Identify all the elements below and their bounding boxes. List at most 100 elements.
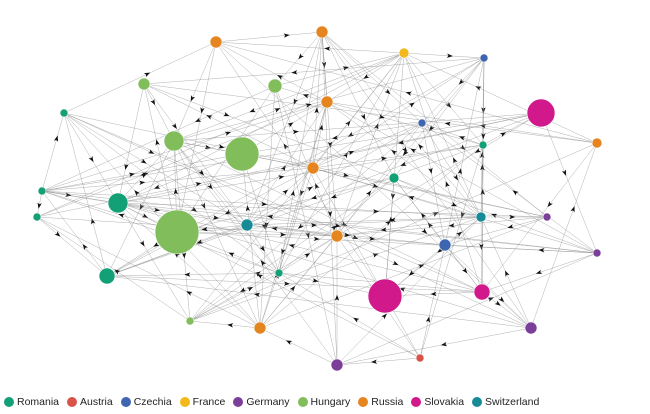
edge-arrowhead — [206, 114, 213, 120]
legend-item-hungary: Hungary — [297, 396, 350, 408]
edge-arrowhead — [124, 163, 129, 170]
graph-edge — [36, 216, 261, 329]
edge-arrowhead — [259, 245, 265, 252]
graph-edge — [117, 153, 243, 204]
graph-node-romania — [59, 108, 69, 118]
edge-arrowhead — [547, 201, 553, 208]
edge-arrowhead — [459, 144, 466, 151]
graph-edge — [421, 122, 446, 246]
legend-label: Switzerland — [485, 396, 540, 408]
graph-node-russia — [330, 229, 344, 243]
graph-edge — [117, 202, 261, 329]
edge-arrowhead — [481, 133, 486, 140]
edge-arrowhead — [313, 236, 320, 242]
legend-item-romania: Romania — [4, 396, 59, 408]
edge-arrowhead — [421, 228, 428, 234]
edge-arrowhead — [223, 111, 230, 117]
legend-swatch — [233, 397, 244, 407]
graph-node-romania — [478, 140, 488, 150]
edge-arrowhead — [373, 209, 380, 214]
graph-edge — [143, 83, 598, 144]
legend-item-france: France — [179, 396, 225, 408]
graph-edge — [393, 57, 485, 179]
edge-arrowhead — [311, 195, 318, 200]
graph-edge — [189, 177, 395, 322]
graph-edge — [480, 144, 484, 218]
graph-edge — [336, 252, 598, 366]
graph-edge — [173, 140, 483, 293]
edge-arrowhead — [224, 209, 232, 215]
graph-edge — [41, 190, 108, 277]
graph-edge — [421, 57, 485, 124]
graph-node-romania — [98, 267, 116, 285]
graph-edge — [36, 190, 43, 218]
graph-edge — [63, 112, 108, 277]
edge-arrowhead — [91, 218, 96, 225]
edge-arrowhead — [425, 316, 431, 323]
edge-arrowhead — [363, 73, 370, 79]
edge-arrowhead — [430, 291, 437, 297]
graph-edge — [63, 41, 217, 114]
graph-edge — [63, 112, 119, 204]
edge-arrowhead — [249, 107, 256, 113]
graph-edge — [189, 272, 280, 322]
edge-arrowhead — [155, 139, 160, 146]
edge-arrowhead — [254, 271, 261, 277]
graph-node-czechia — [479, 53, 489, 63]
edge-arrowhead — [450, 201, 458, 207]
graph-edge — [259, 167, 314, 329]
graph-edge — [36, 216, 191, 322]
graph-node-slovakia — [526, 98, 556, 128]
graph-edge — [326, 101, 598, 144]
edge-arrowhead — [408, 196, 415, 201]
edge-arrowhead — [418, 144, 424, 151]
edge-arrowhead — [440, 341, 448, 347]
edge-arrowhead — [267, 214, 274, 220]
edge-arrowhead — [253, 292, 261, 297]
legend-swatch — [411, 397, 422, 407]
graph-node-czechia — [417, 118, 427, 128]
legend-item-czechia: Czechia — [120, 396, 172, 408]
graph-edge — [384, 216, 482, 297]
edge-arrowhead — [499, 132, 507, 138]
graph-node-austria — [415, 353, 425, 363]
graph-edge — [321, 31, 482, 218]
graph-edge — [259, 235, 338, 329]
edge-arrowhead — [154, 184, 161, 189]
edge-arrowhead — [498, 296, 505, 303]
graph-edge — [36, 52, 405, 218]
graph-edge — [176, 177, 395, 233]
edge-arrowhead — [285, 340, 293, 345]
edge-arrowhead — [245, 205, 251, 212]
legend-swatch — [297, 397, 308, 407]
graph-edge — [403, 52, 483, 293]
graph-edge — [189, 216, 482, 322]
graph-edge — [403, 52, 485, 59]
edge-arrowhead — [283, 33, 290, 38]
graph-edge — [421, 122, 484, 146]
graph-edge — [215, 41, 328, 103]
legend-label: Slovakia — [424, 396, 465, 408]
edge-arrowhead — [128, 172, 136, 178]
edge-arrowhead — [444, 121, 451, 127]
graph-edge — [176, 216, 482, 233]
graph-edge — [106, 272, 280, 277]
graph-edge — [336, 122, 423, 237]
edge-arrowhead — [331, 135, 339, 140]
graph-edge — [176, 231, 338, 237]
graph-edge — [117, 140, 175, 204]
graph-edge — [278, 272, 386, 297]
edge-arrowhead — [343, 232, 351, 237]
edge-arrowhead — [392, 260, 399, 266]
graph-edge — [189, 52, 405, 322]
graph-edge — [117, 112, 542, 204]
edge-arrowhead — [264, 221, 269, 229]
edge-arrowhead — [134, 190, 140, 197]
edge-arrowhead — [458, 136, 466, 141]
edge-arrowhead — [457, 168, 462, 175]
graph-edge — [278, 31, 323, 274]
edge-arrowhead — [535, 269, 543, 274]
edge-arrowhead — [380, 227, 387, 232]
edge-arrowhead — [475, 86, 482, 91]
